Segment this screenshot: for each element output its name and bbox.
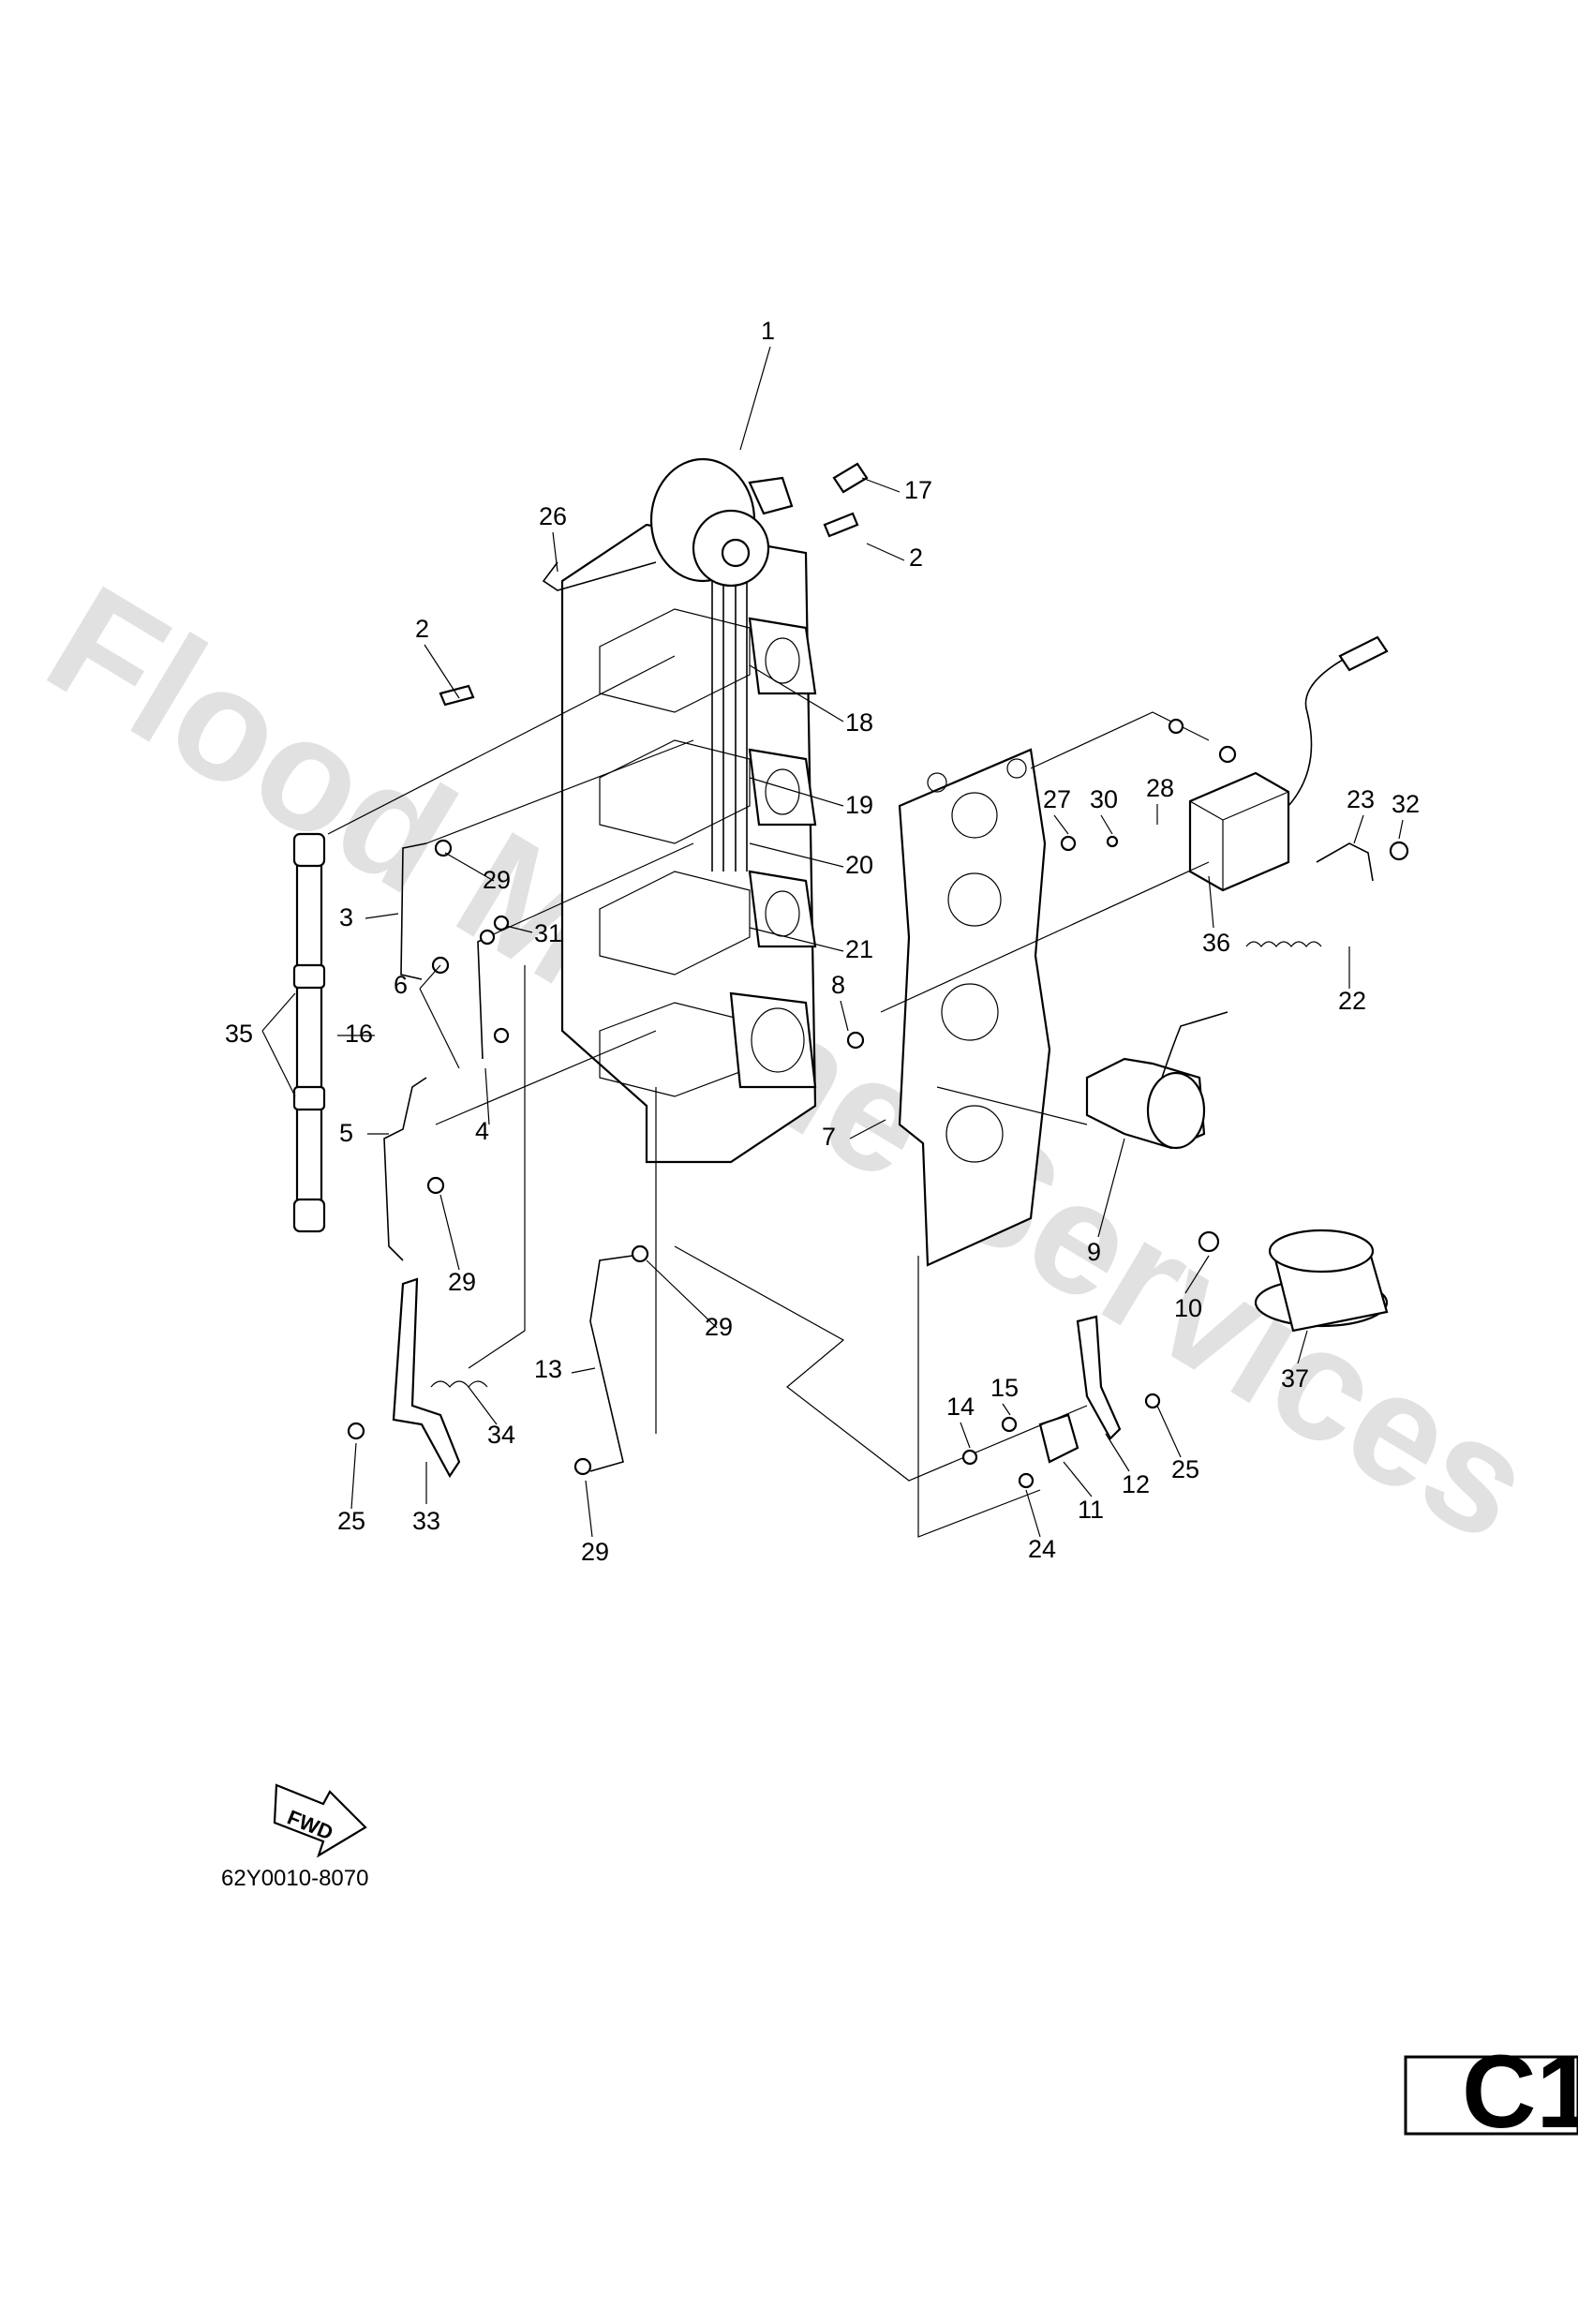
section-tag: C1 — [1404, 2034, 1578, 2150]
callout: 18 — [845, 708, 873, 737]
callout: 23 — [1347, 785, 1375, 813]
callout: 7 — [822, 1123, 836, 1151]
callout: 2 — [415, 615, 429, 643]
figure-code: 62Y0010-8070 — [221, 1866, 368, 1891]
callout: 29 — [448, 1268, 476, 1296]
callout: 32 — [1392, 790, 1420, 818]
callout: 14 — [946, 1393, 975, 1421]
callout: 15 — [990, 1374, 1019, 1402]
callout: 6 — [394, 971, 408, 999]
callout: 34 — [487, 1421, 515, 1449]
lever-33-34 — [392, 1277, 488, 1479]
callout: 8 — [831, 971, 845, 999]
bracket-23 — [1316, 842, 1374, 882]
carburetor-assembly — [560, 523, 817, 1164]
callout: 29 — [581, 1538, 609, 1566]
callout: 12 — [1122, 1470, 1150, 1498]
callout: 28 — [1146, 774, 1174, 802]
throttle-sensor-part — [649, 457, 794, 588]
callout: 17 — [904, 476, 932, 504]
callout: 25 — [337, 1507, 365, 1535]
callout: 37 — [1281, 1364, 1309, 1393]
section-tag-label: C1 — [1462, 2034, 1578, 2150]
gasket-plate-part — [898, 748, 1051, 1267]
filter-part — [1254, 1229, 1389, 1333]
callout: 20 — [845, 851, 873, 879]
callout: 29 — [483, 866, 511, 894]
callout-labels: 1 2 2 3 4 5 6 7 8 9 10 11 12 13 14 15 16… — [225, 317, 1420, 1566]
callout: 11 — [1078, 1496, 1104, 1524]
callout: 1 — [761, 317, 775, 345]
callout-leaders — [261, 346, 1404, 1538]
callout: 25 — [1171, 1455, 1199, 1483]
callout: 19 — [845, 791, 873, 819]
callout: 16 — [345, 1020, 373, 1048]
callout: 2 — [909, 544, 923, 572]
callout: 24 — [1028, 1535, 1056, 1563]
callout: 35 — [225, 1020, 253, 1048]
choke-solenoid-part — [1085, 1011, 1228, 1150]
callout: 29 — [705, 1313, 733, 1341]
callout: 31 — [534, 919, 562, 947]
solenoid-box-part — [1188, 635, 1389, 892]
fuel-rail-part — [292, 832, 326, 1233]
callout: 3 — [339, 903, 353, 931]
callout: 33 — [412, 1507, 440, 1535]
callout: 27 — [1043, 785, 1071, 813]
callout: 22 — [1338, 987, 1366, 1015]
callout: 10 — [1174, 1294, 1202, 1322]
callout: 9 — [1087, 1238, 1101, 1266]
linkage-11-12 — [1038, 1315, 1122, 1464]
callout: 21 — [845, 935, 873, 963]
callout: 26 — [539, 502, 567, 530]
callout: 5 — [339, 1119, 353, 1147]
link-rod-26 — [542, 561, 657, 591]
callout: 36 — [1202, 929, 1230, 957]
spring-22 — [1245, 941, 1322, 947]
fwd-arrow-icon: FWD — [273, 1783, 367, 1858]
callout: 30 — [1090, 785, 1118, 813]
callout: 13 — [534, 1355, 562, 1383]
callout: 4 — [475, 1117, 489, 1145]
